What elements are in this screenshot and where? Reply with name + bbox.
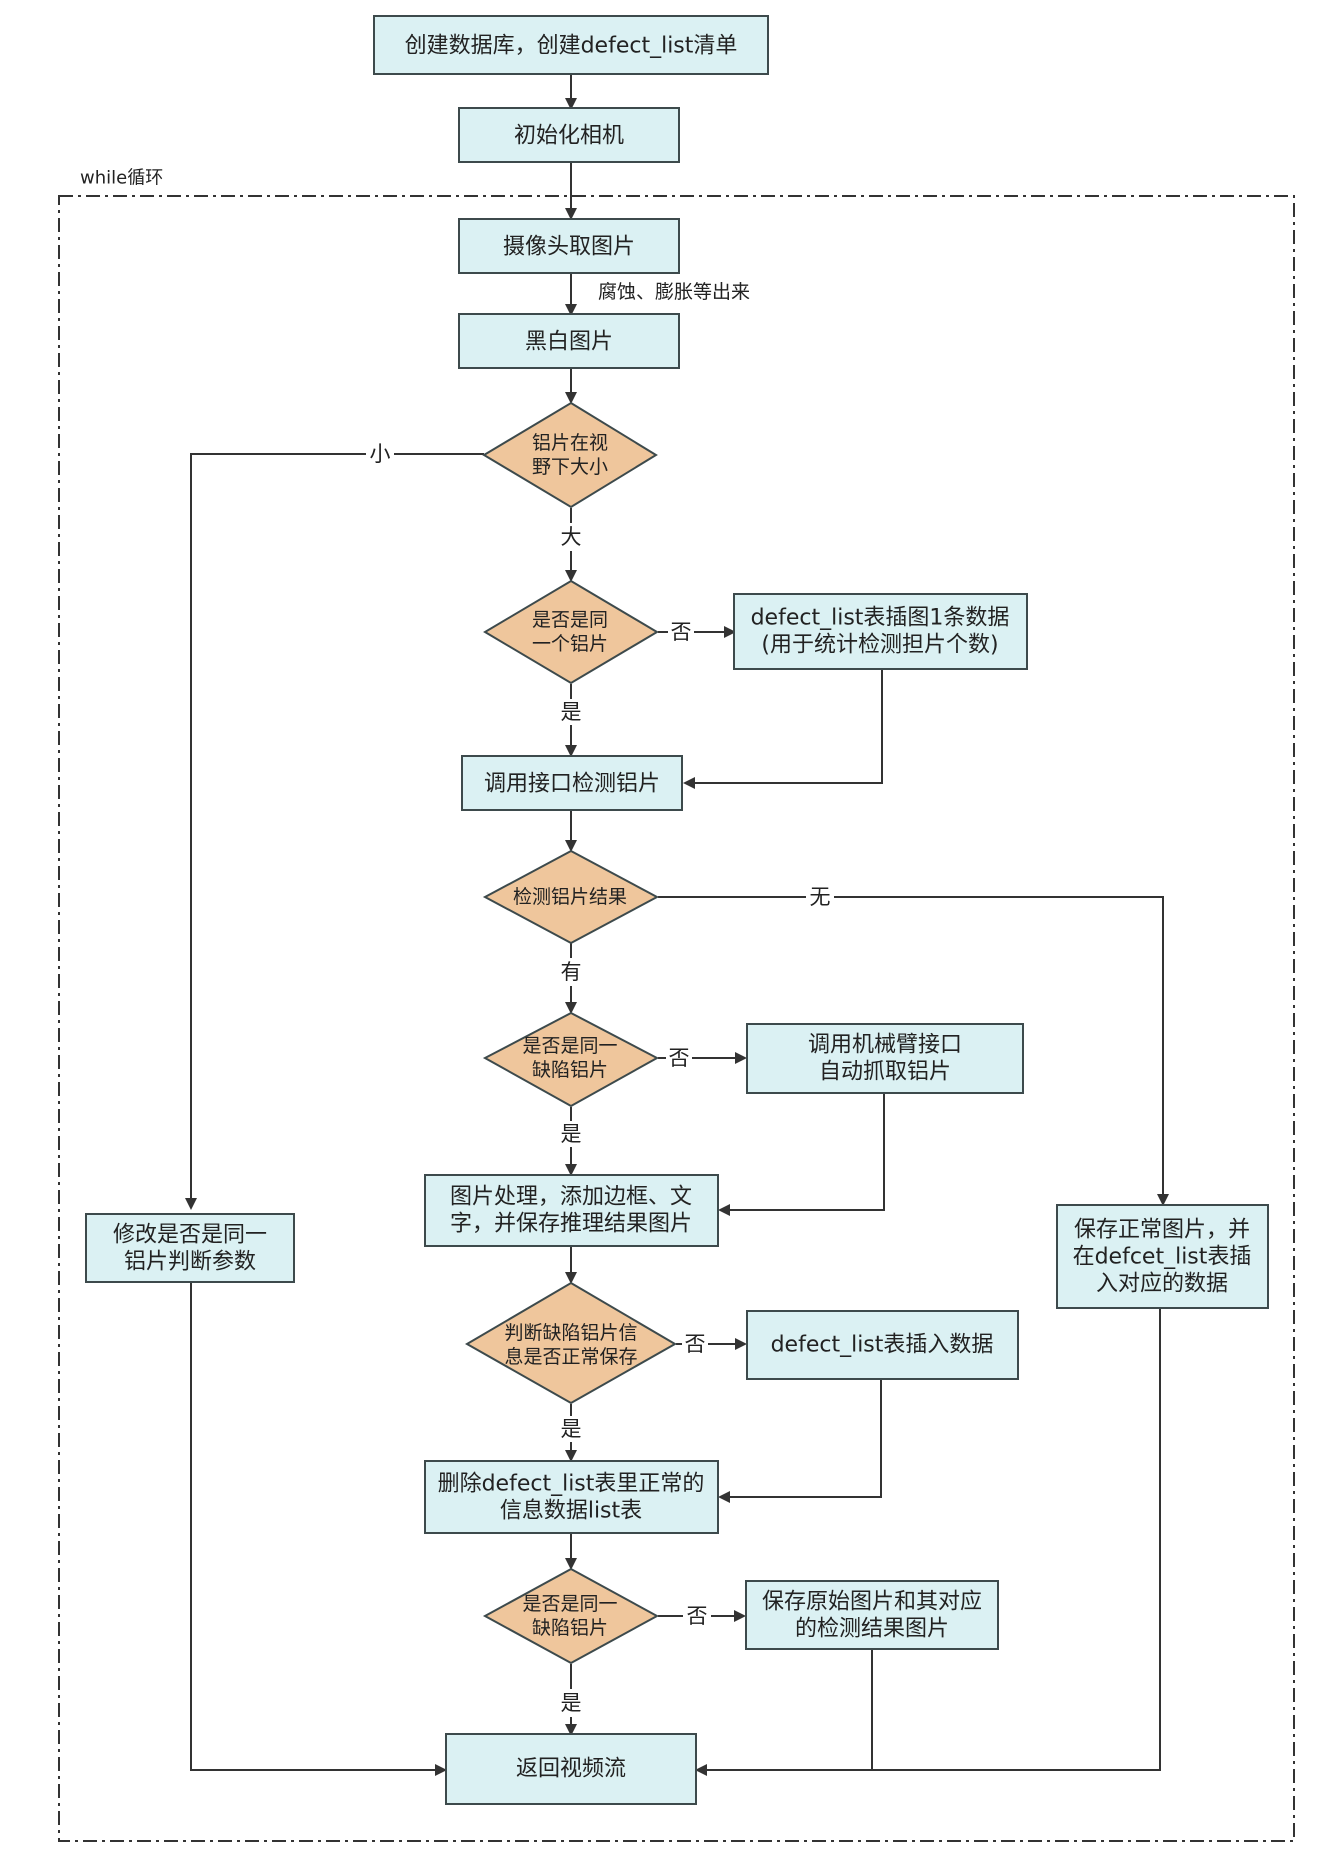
node-capture: 摄像头取图片 <box>458 218 680 274</box>
label-no-1: 否 <box>671 620 692 644</box>
erosion-note: 腐蚀、膨胀等出来 <box>598 281 750 303</box>
label-none: 无 <box>810 885 831 909</box>
node-insert-one: defect_list表插图1条数据 (用于统计检测担片个数) <box>733 593 1028 670</box>
while-loop-frame <box>58 195 1295 1842</box>
node-create-db: 创建数据库，创建defect_list清单 <box>373 15 769 75</box>
decision-same-defect-1: 是否是同一 缺陷铝片 <box>482 1011 660 1108</box>
svg-text:野下大小: 野下大小 <box>532 456 608 478</box>
label-yes-4: 是 <box>561 1691 582 1715</box>
label-large: 大 <box>561 525 582 549</box>
svg-text:保存原始图片和其对应: 保存原始图片和其对应 <box>762 1590 982 1615</box>
label-yes-2: 是 <box>561 1122 582 1146</box>
while-loop-label: while循环 <box>80 168 163 189</box>
decision-detect-result: 检测铝片结果 <box>482 849 660 945</box>
svg-text:调用接口检测铝片: 调用接口检测铝片 <box>484 772 660 797</box>
node-robot-arm: 调用机械臂接口 自动抓取铝片 <box>746 1023 1024 1094</box>
svg-text:息是否正常保存: 息是否正常保存 <box>504 1346 637 1368</box>
svg-text:删除defect_list表里正常的: 删除defect_list表里正常的 <box>438 1472 705 1497</box>
svg-text:自动抓取铝片: 自动抓取铝片 <box>819 1060 951 1085</box>
svg-text:修改是否是同一: 修改是否是同一 <box>113 1223 267 1248</box>
svg-text:保存正常图片，并: 保存正常图片，并 <box>1074 1218 1250 1243</box>
svg-text:的检测结果图片: 的检测结果图片 <box>795 1617 949 1642</box>
svg-text:缺陷铝片: 缺陷铝片 <box>532 1059 608 1081</box>
svg-text:初始化相机: 初始化相机 <box>514 124 624 149</box>
label-yes-1: 是 <box>561 700 582 724</box>
edge-insertdata-to-delete <box>718 1379 882 1503</box>
node-return-stream: 返回视频流 <box>445 1733 697 1805</box>
node-call-detect: 调用接口检测铝片 <box>461 755 683 811</box>
decision-same-piece: 是否是同 一个铝片 <box>483 579 659 685</box>
edge-normal-to-return <box>695 1308 1161 1776</box>
svg-text:是否是同一: 是否是同一 <box>522 1035 617 1057</box>
edge-params-to-return <box>190 1283 447 1776</box>
svg-text:在defcet_list表插: 在defcet_list表插 <box>1073 1245 1252 1270</box>
label-small: 小 <box>370 442 391 466</box>
decision-size-check: 铝片在视 野下大小 <box>482 401 658 509</box>
svg-text:创建数据库，创建defect_list清单: 创建数据库，创建defect_list清单 <box>405 34 738 59</box>
edge-insert-to-detect <box>683 670 883 789</box>
svg-text:检测铝片结果: 检测铝片结果 <box>513 886 627 908</box>
node-bw: 黑白图片 <box>458 313 680 369</box>
node-save-normal: 保存正常图片，并 在defcet_list表插 入对应的数据 <box>1056 1204 1269 1309</box>
svg-text:黑白图片: 黑白图片 <box>525 330 613 355</box>
svg-text:入对应的数据: 入对应的数据 <box>1096 1272 1228 1297</box>
label-no-3: 否 <box>685 1332 706 1356</box>
decision-judge-save: 判断缺陷铝片信 息是否正常保存 <box>464 1281 678 1405</box>
svg-text:字，并保存推理结果图片: 字，并保存推理结果图片 <box>450 1212 692 1237</box>
svg-text:判断缺陷铝片信: 判断缺陷铝片信 <box>504 1322 637 1344</box>
svg-text:图片处理，添加边框、文: 图片处理，添加边框、文 <box>450 1185 692 1210</box>
node-insert-data: defect_list表插入数据 <box>746 1310 1019 1380</box>
node-delete-normal: 删除defect_list表里正常的 信息数据list表 <box>424 1460 719 1534</box>
node-init-camera: 初始化相机 <box>458 107 680 163</box>
svg-text:信息数据list表: 信息数据list表 <box>500 1499 642 1524</box>
svg-text:是否是同一: 是否是同一 <box>522 1593 617 1615</box>
svg-text:摄像头取图片: 摄像头取图片 <box>503 235 635 260</box>
label-no-4: 否 <box>687 1604 708 1628</box>
svg-text:defect_list表插入数据: defect_list表插入数据 <box>771 1333 994 1358</box>
svg-text:铝片判断参数: 铝片判断参数 <box>124 1250 256 1275</box>
svg-text:调用机械臂接口: 调用机械臂接口 <box>808 1033 962 1058</box>
label-has: 有 <box>561 960 582 984</box>
svg-text:defect_list表插图1条数据: defect_list表插图1条数据 <box>751 606 1010 631</box>
svg-text:一个铝片: 一个铝片 <box>532 633 608 655</box>
label-yes-3: 是 <box>561 1417 582 1441</box>
node-img-process: 图片处理，添加边框、文 字，并保存推理结果图片 <box>424 1174 719 1247</box>
svg-text:缺陷铝片: 缺陷铝片 <box>532 1617 608 1639</box>
edge-labels: 腐蚀、膨胀等出来 小 大 否 是 无 有 否 是 否 是 否 是 <box>366 281 834 1717</box>
svg-text:(用于统计检测担片个数): (用于统计检测担片个数) <box>761 633 998 658</box>
svg-text:返回视频流: 返回视频流 <box>516 1757 626 1782</box>
decision-same-defect-2: 是否是同一 缺陷铝片 <box>482 1567 660 1665</box>
node-save-original: 保存原始图片和其对应 的检测结果图片 <box>745 1580 999 1650</box>
node-modify-params: 修改是否是同一 铝片判断参数 <box>85 1213 295 1283</box>
svg-text:是否是同: 是否是同 <box>532 609 608 631</box>
svg-text:铝片在视: 铝片在视 <box>532 432 608 454</box>
edge-robot-to-process <box>718 1093 885 1216</box>
label-no-2: 否 <box>669 1046 690 1070</box>
edge-size-small <box>185 453 484 1210</box>
